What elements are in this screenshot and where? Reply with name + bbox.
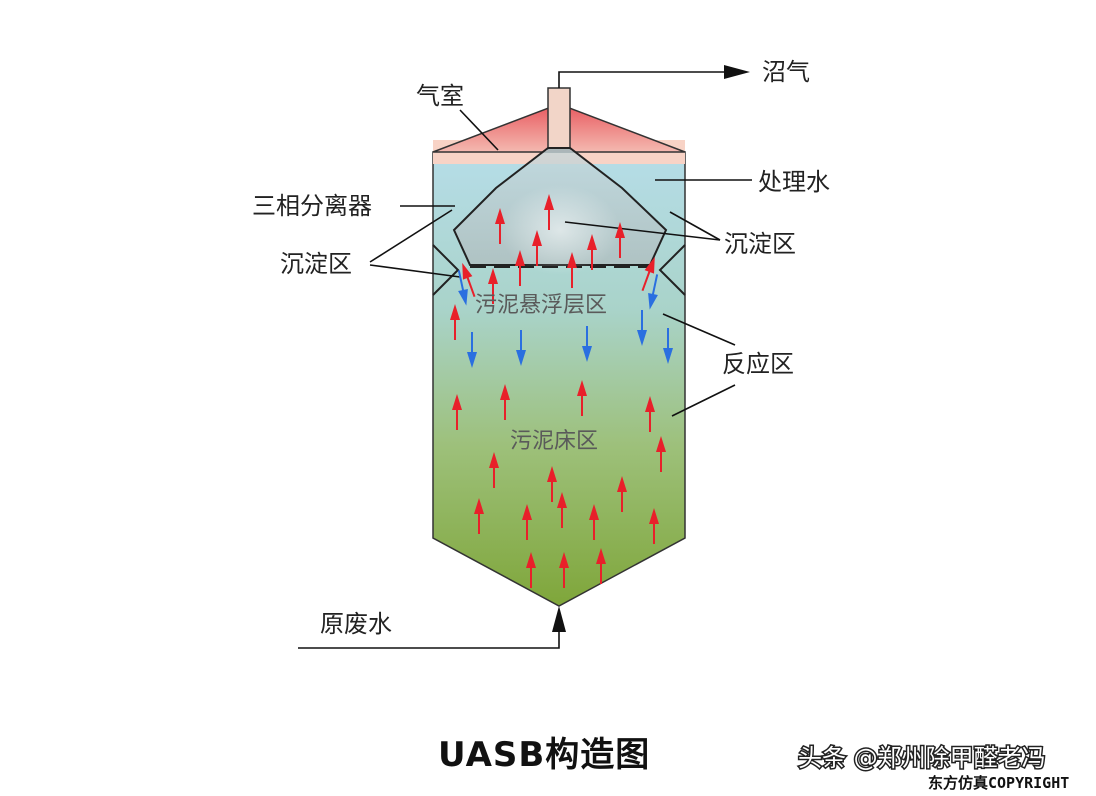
upflow-arrow [617, 476, 627, 512]
downflow-arrow [648, 274, 659, 310]
downflow-arrow [637, 310, 647, 346]
label-raw-wastewater: 原废水 [320, 610, 392, 638]
upflow-arrow [522, 504, 532, 540]
leader-reaction-1 [662, 313, 736, 346]
leader-reaction-2 [671, 384, 736, 417]
upflow-arrow [526, 552, 536, 588]
upflow-arrow [452, 394, 462, 430]
label-three-phase-separator: 三相分离器 [252, 192, 372, 220]
label-reaction-zone: 反应区 [722, 350, 794, 378]
upflow-arrow [656, 436, 666, 472]
downflow-arrow [467, 332, 477, 368]
upflow-arrow [450, 304, 460, 340]
biogas-arrowhead [724, 65, 750, 79]
leader-settling-left-1 [369, 209, 453, 263]
left-baffle [432, 244, 460, 296]
raw-wastewater-arrowhead [552, 606, 566, 632]
upflow-arrow [641, 256, 655, 292]
upflow-arrow [557, 492, 567, 528]
upflow-arrow [587, 234, 597, 270]
upflow-arrow [474, 498, 484, 534]
leader-settling-right-2 [669, 211, 721, 241]
upflow-arrow [547, 466, 557, 502]
upflow-arrow [488, 268, 498, 304]
downflow-arrow [516, 330, 526, 366]
upflow-arrow [559, 552, 569, 588]
label-sludge-bed-zone: 污泥床区 [510, 429, 598, 454]
separator-glow [500, 185, 620, 275]
downflow-arrow [663, 328, 673, 364]
upflow-arrow [532, 230, 542, 266]
upflow-arrow [489, 452, 499, 488]
downflow-arrow [582, 326, 592, 362]
upflow-arrow [615, 222, 625, 258]
watermark-line1: 头条 @郑州除甲醛老冯 [798, 744, 1046, 772]
label-settling-zone-left: 沉淀区 [280, 250, 352, 278]
flow-arrows [450, 194, 673, 588]
raw-wastewater-line [298, 630, 560, 649]
upflow-arrow [495, 208, 505, 244]
label-sludge-suspension-layer: 污泥悬浮层区 [475, 293, 607, 318]
upflow-arrow [596, 548, 606, 584]
downflow-arrow [457, 270, 468, 306]
upflow-arrow [462, 262, 476, 298]
biogas-line [558, 71, 726, 88]
upflow-arrow [645, 396, 655, 432]
upflow-arrow [577, 380, 587, 416]
right-baffle [658, 244, 686, 296]
label-biogas: 沼气 [762, 58, 810, 86]
upflow-arrow [589, 504, 599, 540]
label-treated-water: 处理水 [758, 168, 830, 196]
label-gas-chamber: 气室 [416, 82, 464, 110]
upflow-arrow [544, 194, 554, 230]
upflow-arrow [500, 384, 510, 420]
upflow-arrow [515, 250, 525, 286]
watermark-line2: 东方仿真COPYRIGHT [928, 774, 1069, 792]
leader-gas-chamber [459, 109, 499, 151]
leader-settling-left-2 [369, 264, 461, 278]
upflow-arrow [649, 508, 659, 544]
leader-settling-right-1 [564, 221, 721, 241]
label-settling-zone-right: 沉淀区 [724, 230, 796, 258]
gas-pipe [547, 87, 571, 151]
diagram-caption: UASB构造图 [438, 735, 650, 775]
upflow-arrow [567, 252, 577, 288]
